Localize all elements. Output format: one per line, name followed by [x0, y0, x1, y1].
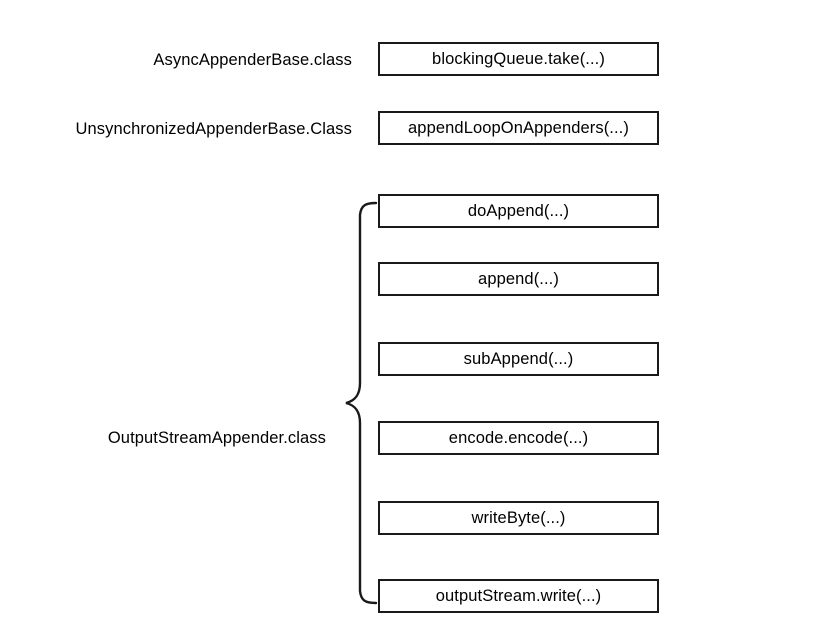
method-box-blocking-queue-take[interactable]: blockingQueue.take(...)	[378, 42, 659, 76]
method-box-label: blockingQueue.take(...)	[432, 49, 605, 68]
method-box-label: encode.encode(...)	[448, 428, 589, 447]
method-box-append[interactable]: append(...)	[378, 262, 659, 296]
method-box-append-loop-on-appenders[interactable]: appendLoopOnAppenders(...)	[378, 111, 659, 145]
method-box-label: doAppend(...)	[467, 201, 570, 220]
method-box-label: append(...)	[478, 269, 559, 288]
class-label-unsynchronized-appender-base: UnsynchronizedAppenderBase.Class	[75, 120, 352, 138]
method-box-do-append[interactable]: doAppend(...)	[378, 194, 659, 228]
class-label-async-appender-base: AsyncAppenderBase.class	[153, 51, 352, 69]
method-box-write-byte[interactable]: writeByte(...)	[378, 501, 659, 535]
method-box-output-stream-write[interactable]: outputStream.write(...)	[378, 579, 659, 613]
method-box-encode-encode[interactable]: encode.encode(...)	[378, 421, 659, 455]
method-box-sub-append[interactable]: subAppend(...)	[378, 342, 659, 376]
class-label-output-stream-appender: OutputStreamAppender.class	[107, 429, 326, 447]
method-box-label: outputStream.write(...)	[435, 586, 602, 605]
method-box-label: writeByte(...)	[471, 508, 566, 527]
method-box-label: subAppend(...)	[463, 349, 574, 368]
curly-brace-icon	[332, 198, 382, 608]
method-box-label: appendLoopOnAppenders(...)	[408, 118, 629, 137]
